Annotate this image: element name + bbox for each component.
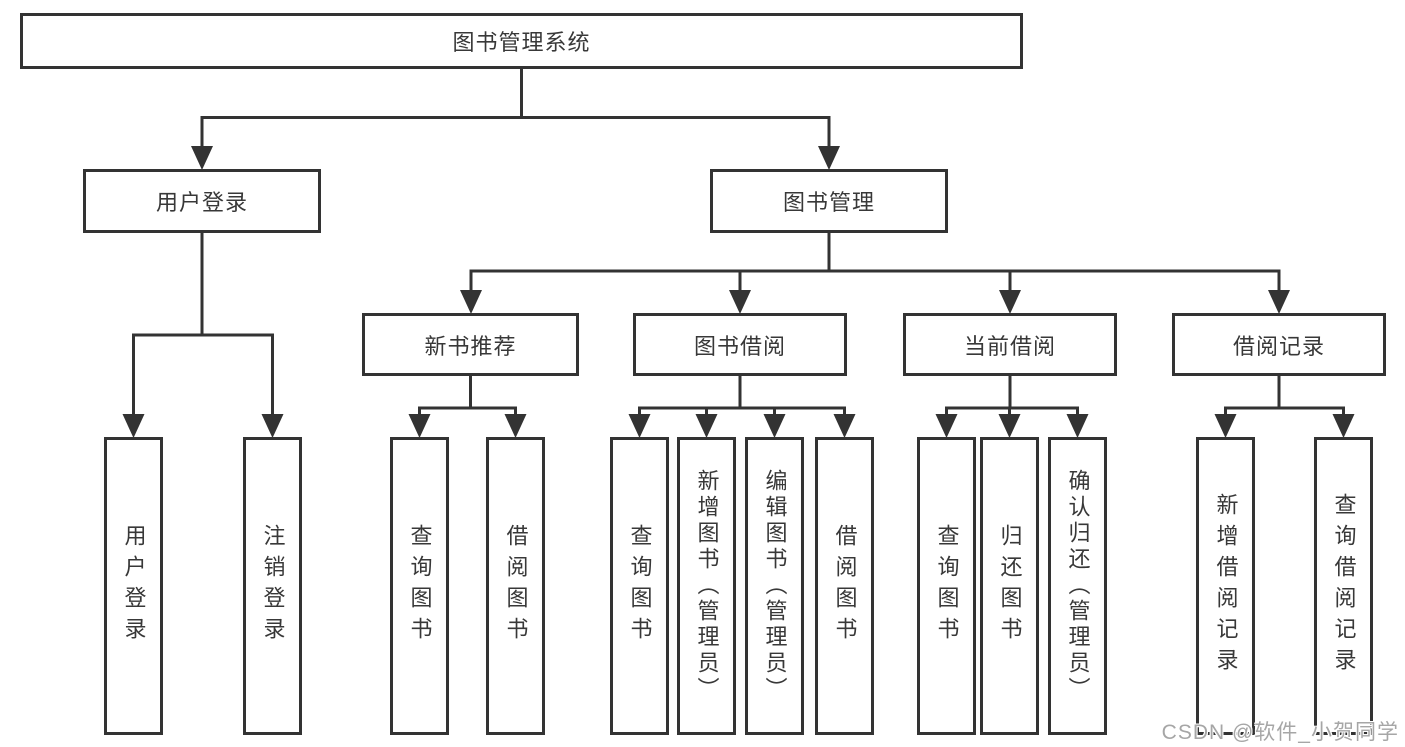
leaf-query-books-current: 查询图书	[917, 437, 976, 735]
leaf-add-borrow-record: 新增借阅记录	[1196, 437, 1255, 735]
node-book-management-label: 图书管理	[782, 190, 875, 215]
leaf-logout-label: 注销登录	[260, 524, 286, 648]
leaf-query-books-recommendation-label: 查询图书	[407, 524, 433, 648]
node-current-borrowing-label: 当前借阅	[963, 333, 1056, 359]
leaf-add-books-admin-label: 新增图书（管理员）	[694, 469, 720, 703]
connector-borrowing-records-to-leaves	[1214, 376, 1355, 438]
leaf-confirm-return-admin-label: 确认归还（管理员）	[1065, 469, 1091, 703]
node-book-management: 图书管理	[710, 169, 948, 233]
node-new-book-recommendation: 新书推荐	[362, 313, 579, 376]
connector-book-borrowing-to-leaves	[628, 376, 856, 438]
node-borrowing-records-label: 借阅记录	[1232, 333, 1325, 359]
connector-root-to-level2	[191, 68, 840, 170]
connector-new-book-recommendation-to-leaves	[408, 376, 527, 438]
csdn-watermark: CSDN @软件_小贺同学	[1161, 721, 1399, 744]
connector-book-management-to-level3	[460, 233, 1290, 314]
leaf-borrow-books-recommendation-label: 借阅图书	[503, 524, 529, 648]
leaf-add-books-admin: 新增图书（管理员）	[677, 437, 736, 735]
node-book-borrowing-label: 图书借阅	[693, 333, 786, 359]
leaf-return-books: 归还图书	[980, 437, 1039, 735]
node-root-system: 图书管理系统	[20, 13, 1023, 69]
node-user-login: 用户登录	[83, 169, 321, 233]
leaf-logout: 注销登录	[243, 437, 302, 735]
leaf-confirm-return-admin: 确认归还（管理员）	[1048, 437, 1107, 735]
connector-user-login-to-leaves	[122, 233, 284, 438]
leaf-query-books-borrowing: 查询图书	[610, 437, 669, 735]
leaf-edit-books-admin: 编辑图书（管理员）	[745, 437, 804, 735]
node-root-system-label: 图书管理系统	[452, 30, 591, 55]
leaf-query-borrow-record: 查询借阅记录	[1314, 437, 1373, 735]
leaf-borrow-books-recommendation: 借阅图书	[486, 437, 545, 735]
leaf-user-login-label: 用户登录	[121, 524, 147, 648]
node-book-borrowing: 图书借阅	[633, 313, 847, 376]
leaf-query-borrow-record-label: 查询借阅记录	[1331, 493, 1357, 679]
node-new-book-recommendation-label: 新书推荐	[424, 333, 517, 359]
leaf-edit-books-admin-label: 编辑图书（管理员）	[762, 469, 788, 703]
node-borrowing-records: 借阅记录	[1172, 313, 1386, 376]
leaf-add-borrow-record-label: 新增借阅记录	[1213, 493, 1239, 679]
node-current-borrowing: 当前借阅	[903, 313, 1117, 376]
leaf-return-books-label: 归还图书	[997, 524, 1023, 648]
node-user-login-label: 用户登录	[155, 190, 248, 215]
leaf-borrow-books-borrowing-label: 借阅图书	[832, 524, 858, 648]
connector-current-borrowing-to-leaves	[935, 376, 1089, 438]
leaf-query-books-borrowing-label: 查询图书	[627, 524, 653, 648]
leaf-query-books-recommendation: 查询图书	[390, 437, 449, 735]
leaf-user-login: 用户登录	[104, 437, 163, 735]
leaf-query-books-current-label: 查询图书	[934, 524, 960, 648]
leaf-borrow-books-borrowing: 借阅图书	[815, 437, 874, 735]
